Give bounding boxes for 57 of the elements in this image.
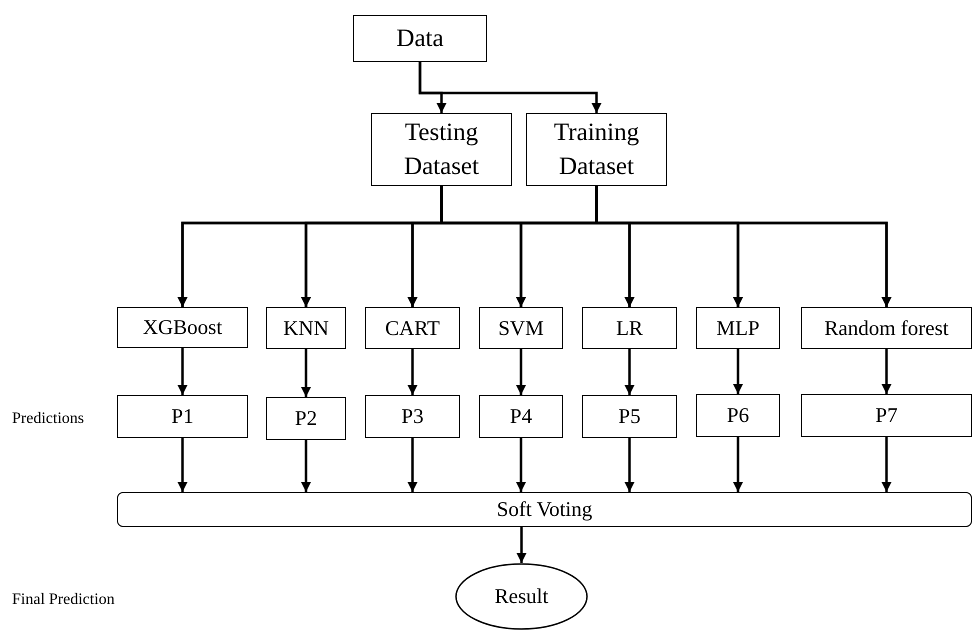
arrow	[408, 349, 418, 395]
arrow	[733, 437, 743, 492]
process-box	[371, 113, 512, 186]
node-text: XGBoost	[142, 314, 222, 341]
arrow	[733, 349, 743, 394]
node-text: P4	[510, 403, 532, 430]
process-box	[801, 394, 972, 437]
process-box	[117, 395, 248, 438]
process-box	[526, 113, 667, 186]
arrow	[516, 438, 526, 492]
process-box	[479, 307, 563, 349]
arrow	[624, 349, 634, 395]
node-text: P6	[726, 402, 750, 429]
process-box	[582, 395, 677, 438]
process-box	[117, 307, 248, 348]
arrow	[882, 437, 892, 492]
process-box	[582, 307, 677, 349]
node-text: P3	[401, 403, 424, 430]
node-text: Data	[396, 24, 444, 54]
voting-bar	[117, 492, 972, 527]
result-ellipse	[455, 563, 588, 630]
process-box	[365, 395, 460, 438]
row-label: Final Prediction	[12, 590, 115, 610]
node-text: CART	[385, 314, 440, 342]
arrow	[595, 186, 892, 307]
node-text: KNN	[283, 314, 329, 342]
node-text: P2	[294, 405, 318, 432]
node-text: LR	[616, 314, 643, 342]
process-box	[365, 307, 460, 349]
arrow	[882, 349, 892, 394]
arrow	[624, 438, 634, 492]
node-text: P7	[875, 402, 898, 429]
node-text: MLP	[716, 314, 760, 342]
node-text: P1	[171, 403, 194, 430]
process-box	[801, 307, 972, 349]
process-box	[696, 307, 780, 349]
arrow	[301, 349, 311, 397]
node-text: Testing Dataset	[403, 118, 480, 182]
process-box	[696, 394, 780, 437]
arrow	[178, 438, 188, 492]
process-box	[266, 307, 346, 349]
arrow	[516, 349, 526, 395]
node-text: Result	[494, 583, 548, 610]
arrow	[408, 438, 418, 492]
arrow	[516, 527, 526, 563]
node-text: Soft Voting	[496, 496, 592, 523]
node-text: Random forest	[824, 314, 949, 342]
process-box	[353, 15, 487, 62]
arrow	[418, 62, 602, 113]
node-text: SVM	[498, 314, 544, 342]
node-text: Training Dataset	[552, 118, 640, 182]
row-label: Predictions	[12, 409, 84, 429]
process-box	[479, 395, 563, 438]
arrow	[178, 348, 188, 395]
arrow	[301, 440, 311, 492]
node-text: P5	[618, 403, 641, 430]
process-box	[266, 397, 346, 440]
